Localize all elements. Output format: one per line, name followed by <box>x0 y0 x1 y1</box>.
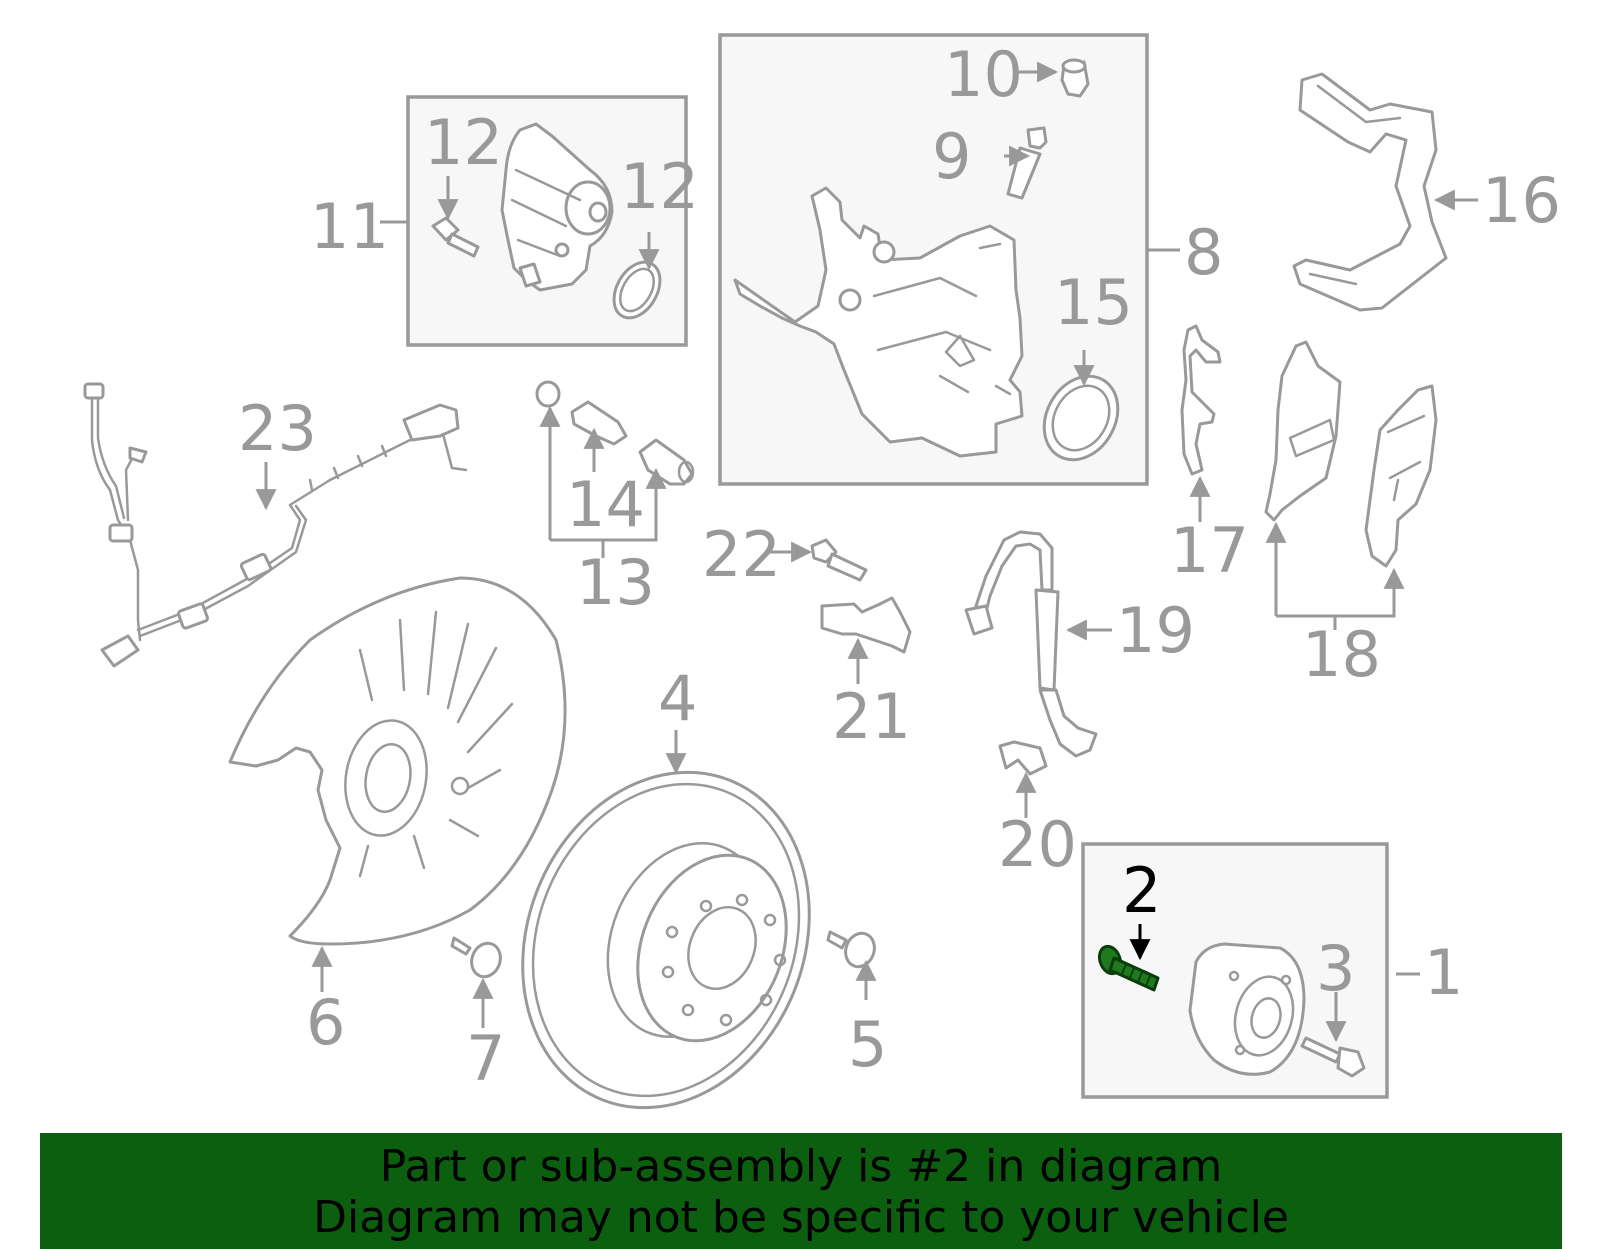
banner-line-1: Part or sub-assembly is #2 in diagram <box>379 1141 1223 1192</box>
callout-18: 18 <box>1302 618 1381 691</box>
wheel-hub-part[interactable] <box>1188 942 1306 1076</box>
bleeder-cap-part[interactable] <box>1060 58 1090 98</box>
callout-21: 21 <box>832 680 911 753</box>
callout-20: 20 <box>998 808 1077 881</box>
brake-caliper-part[interactable] <box>733 186 1024 458</box>
wheel-stud-part-highlighted[interactable] <box>1096 943 1160 992</box>
hose-bracket-part[interactable] <box>820 596 912 654</box>
caliper-bracket-part[interactable] <box>1292 72 1448 312</box>
parking-brake-motor-part[interactable] <box>500 122 614 292</box>
sensor-harness-part[interactable] <box>83 382 468 668</box>
callout-5: 5 <box>848 1008 887 1081</box>
callout-16: 16 <box>1482 164 1561 237</box>
callout-19: 19 <box>1116 594 1195 667</box>
shield-screw-part[interactable] <box>450 936 505 981</box>
callout-13: 13 <box>576 546 655 619</box>
callout-15: 15 <box>1054 266 1133 339</box>
callout-12-ring: 12 <box>620 150 699 223</box>
bracket-bolt-part[interactable] <box>810 538 868 582</box>
motor-bolt-part[interactable] <box>431 216 480 258</box>
callout-1: 1 <box>1424 936 1463 1009</box>
callout-23: 23 <box>238 392 317 465</box>
rotor-screw-part[interactable] <box>826 929 879 971</box>
banner-line-2: Diagram may not be specific to your vehi… <box>313 1192 1289 1243</box>
brake-pads-part[interactable] <box>1264 340 1438 568</box>
hub-bolt-part[interactable] <box>1300 1036 1366 1078</box>
brake-rotor-part[interactable] <box>474 729 859 1151</box>
info-banner: Part or sub-assembly is #2 in diagram Di… <box>40 1133 1562 1249</box>
callout-17: 17 <box>1170 514 1249 587</box>
callout-9: 9 <box>932 120 971 193</box>
callout-2: 2 <box>1122 854 1161 927</box>
callout-7: 7 <box>466 1022 505 1095</box>
callout-10: 10 <box>944 38 1023 111</box>
hose-clip-part[interactable] <box>998 740 1048 776</box>
callout-11: 11 <box>310 190 389 263</box>
callout-12-bolt: 12 <box>424 106 503 179</box>
callout-4: 4 <box>658 662 697 735</box>
callout-8: 8 <box>1184 216 1223 289</box>
pad-clip-part[interactable] <box>1180 324 1222 476</box>
leader-lines <box>255 61 1478 1043</box>
callout-6: 6 <box>306 986 345 1059</box>
callout-22: 22 <box>702 518 781 591</box>
bleeder-screw-part[interactable] <box>1006 126 1048 200</box>
dust-shield-part[interactable] <box>228 576 567 946</box>
callout-14: 14 <box>566 468 645 541</box>
brake-hose-part[interactable] <box>964 530 1098 758</box>
piston-seal-part[interactable] <box>1030 363 1133 473</box>
callout-3: 3 <box>1316 932 1355 1005</box>
